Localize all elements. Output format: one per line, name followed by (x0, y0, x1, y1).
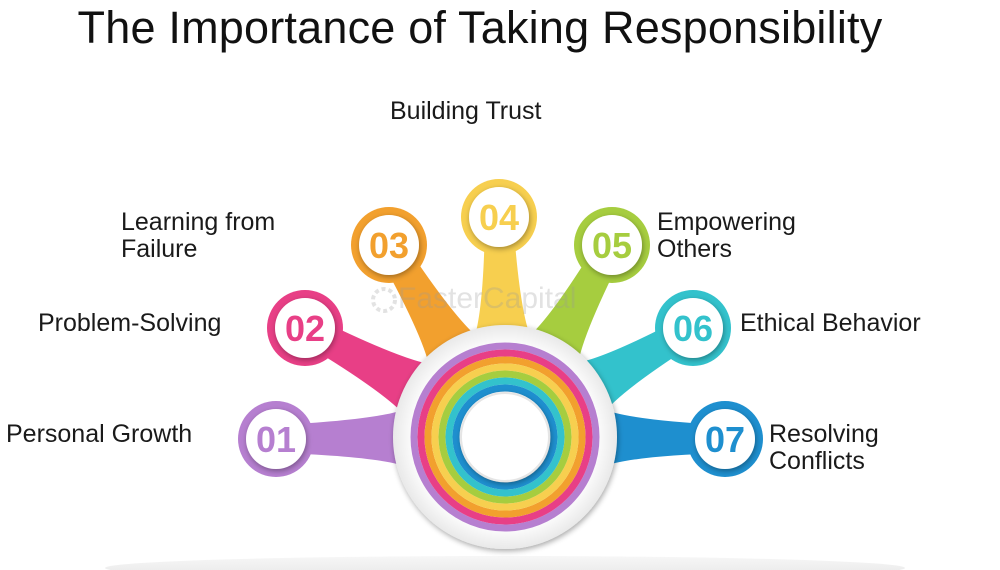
item-node-07: 07 (687, 401, 763, 477)
item-node-02: 02 (267, 290, 343, 366)
hub-ring-04 (431, 363, 579, 511)
hub-ring-06 (445, 377, 565, 497)
hub-ring-01 (410, 342, 600, 532)
floor-shadow (105, 556, 905, 570)
node-number: 02 (285, 308, 325, 349)
watermark: FasterCapital (371, 282, 576, 315)
label-line-1: Building Trust (390, 97, 542, 125)
watermark-text: FasterCapital (398, 282, 576, 315)
node-number: 07 (705, 419, 745, 460)
node-face (469, 187, 529, 247)
item-node-06: 06 (655, 290, 731, 366)
label-learning-from-failure: Learning from Failure (121, 209, 275, 263)
label-line-2: Conflicts (769, 447, 865, 475)
node-face (275, 298, 335, 358)
hub-ring-05 (438, 370, 572, 504)
label-line-1: Resolving (769, 420, 879, 448)
item-node-04: 04 (461, 179, 537, 255)
node-face (695, 409, 755, 469)
node-number: 06 (673, 308, 713, 349)
label-building-trust: Building Trust (390, 98, 541, 125)
label-line-2: Failure (121, 235, 198, 263)
page-title: The Importance of Taking Responsibility (77, 2, 883, 53)
label-resolving-conflicts: Resolving Conflicts (769, 421, 879, 475)
label-line-1: Problem-Solving (38, 309, 222, 337)
label-problem-solving: Problem-Solving (38, 310, 221, 337)
central-hub (393, 325, 617, 549)
label-line-1: Ethical Behavior (740, 309, 921, 337)
item-node-05: 05 (574, 207, 650, 283)
node-face (582, 215, 642, 275)
node-number: 03 (369, 225, 409, 266)
label-ethical-behavior: Ethical Behavior (740, 310, 921, 337)
label-empowering-others: Empowering Others (657, 209, 796, 263)
hub-ring-02 (417, 349, 593, 525)
node-face (359, 215, 419, 275)
label-line-2: Others (657, 235, 733, 263)
item-node-03: 03 (351, 207, 427, 283)
node-face (663, 298, 723, 358)
node-number: 04 (479, 197, 519, 238)
hub-ring-07 (452, 384, 558, 490)
label-line-1: Learning from (121, 208, 276, 236)
item-node-01: 01 (238, 401, 314, 477)
node-number: 01 (256, 419, 296, 460)
label-personal-growth: Personal Growth (6, 421, 192, 448)
hub-ring-03 (424, 356, 586, 518)
gear-icon (371, 287, 397, 313)
hub-center (460, 392, 550, 482)
node-number: 05 (592, 225, 632, 266)
node-face (246, 409, 306, 469)
label-line-1: Empowering (657, 208, 796, 236)
label-line-1: Personal Growth (6, 420, 193, 448)
